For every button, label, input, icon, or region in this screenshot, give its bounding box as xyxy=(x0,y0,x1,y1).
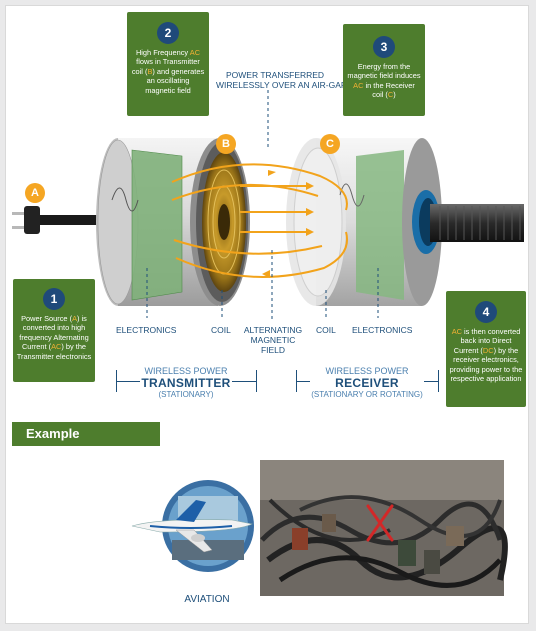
tangled-cables-photo xyxy=(260,460,508,596)
air-gap-label-line2: WIRELESSLY OVER AN AIR-GAP xyxy=(216,80,347,90)
badge-c: C xyxy=(320,134,340,154)
aviation-label: AVIATION xyxy=(184,594,230,605)
callout-4-line: AC is then converted xyxy=(451,327,521,336)
callout-4-line: receiver electronics, xyxy=(453,355,519,365)
label-electronics-left: ELECTRONICS xyxy=(116,325,177,335)
callout-2-number: 2 xyxy=(157,22,179,44)
label-coil-right: COIL xyxy=(316,325,336,335)
callout-4-line: Current (DC) by the xyxy=(453,345,519,355)
transmitter-title-block: WIRELESS POWER TRANSMITTER (STATIONARY) xyxy=(140,366,232,399)
callout-2-line: coil (B) and generates xyxy=(131,66,205,76)
highlight-ac: AC xyxy=(353,80,364,90)
receiver-top: WIRELESS POWER xyxy=(325,366,409,376)
callout-1-line: Transmitter electronics xyxy=(16,351,92,361)
callout-2-line: flows in Transmitter xyxy=(136,57,200,67)
callout-1-number: 1 xyxy=(43,288,65,310)
transmitter-bracket-line-left xyxy=(116,381,140,382)
callout-3-line: magnetic field induces xyxy=(347,71,421,81)
callout-3-line: AC in the Receiver xyxy=(353,80,415,90)
callout-2: 2 High Frequency AC flows in Transmitter… xyxy=(127,12,209,116)
transmitter-title: TRANSMITTER xyxy=(141,376,231,390)
callout-4-line: respective application xyxy=(450,374,522,384)
callout-3-line: Energy from the xyxy=(357,62,411,71)
receiver-bracket-line-left xyxy=(296,381,310,382)
badge-a: A xyxy=(25,183,45,203)
highlight-a: A xyxy=(72,314,77,323)
callout-4-line: providing power to the xyxy=(449,364,523,374)
highlight-ac: AC xyxy=(189,48,201,57)
magnetic-field-arrows xyxy=(171,163,348,278)
callout-4: 4 AC is then converted back into Direct … xyxy=(446,291,526,407)
badge-b: B xyxy=(216,134,236,154)
field-line1: ALTERNATING xyxy=(243,325,303,335)
label-coil-left: COIL xyxy=(211,325,231,335)
air-gap-label-line1: POWER TRANSFERRED xyxy=(226,70,325,80)
callout-1-line: Power Source (A) is xyxy=(21,314,87,323)
aviation-image xyxy=(131,480,254,572)
label-electronics-right: ELECTRONICS xyxy=(352,325,413,335)
highlight-ac: AC xyxy=(51,342,62,352)
transmitter-top: WIRELESS POWER xyxy=(144,366,228,376)
highlight-dc: DC xyxy=(482,345,494,355)
callout-1-line: Current (AC) by the xyxy=(21,342,87,352)
highlight-b: B xyxy=(147,66,153,76)
transmitter-cylinder xyxy=(96,138,250,306)
output-cable xyxy=(430,204,524,242)
callout-2-line: magnetic field xyxy=(145,85,191,95)
callout-2-line: an oscillating xyxy=(146,76,190,86)
power-plug-icon xyxy=(12,206,98,234)
receiver-bracket-right xyxy=(438,370,439,392)
callout-3-number: 3 xyxy=(373,36,395,58)
red-x-icon xyxy=(366,504,394,542)
receiver-bracket-line-right xyxy=(424,381,438,382)
field-line3: FIELD xyxy=(260,345,286,355)
callout-3: 3 Energy from the magnetic field induces… xyxy=(343,24,425,116)
receiver-title: RECEIVER xyxy=(335,376,399,390)
callout-4-line: back into Direct xyxy=(460,336,512,346)
field-line2: MAGNETIC xyxy=(250,335,296,345)
transmitter-bracket-line-right xyxy=(232,381,256,382)
example-applications-header: Example Applications: xyxy=(12,422,160,465)
receiver-title-block: WIRELESS POWER RECEIVER (STATIONARY OR R… xyxy=(306,366,428,399)
callout-2-line: High Frequency AC xyxy=(135,48,201,57)
highlight-ac: AC xyxy=(451,327,462,336)
receiver-cylinder xyxy=(286,138,442,306)
transmitter-bracket-right xyxy=(256,370,257,392)
callout-3-line: coil (C) xyxy=(372,90,396,100)
callout-1-line: converted into high xyxy=(22,323,86,333)
transmitter-sub: (STATIONARY) xyxy=(158,390,214,399)
air-gap-label: POWER TRANSFERRED WIRELESSLY OVER AN AIR… xyxy=(216,70,347,90)
highlight-c: C xyxy=(387,90,394,100)
callout-4-number: 4 xyxy=(475,301,497,323)
pointer-lines xyxy=(146,90,379,322)
label-magnetic-field: ALTERNATING MAGNETIC FIELD xyxy=(243,325,303,355)
receiver-sub: (STATIONARY OR ROTATING) xyxy=(311,390,423,399)
callout-1: 1 Power Source (A) is converted into hig… xyxy=(13,279,95,382)
callout-1-line: frequency Alternating xyxy=(19,332,89,342)
